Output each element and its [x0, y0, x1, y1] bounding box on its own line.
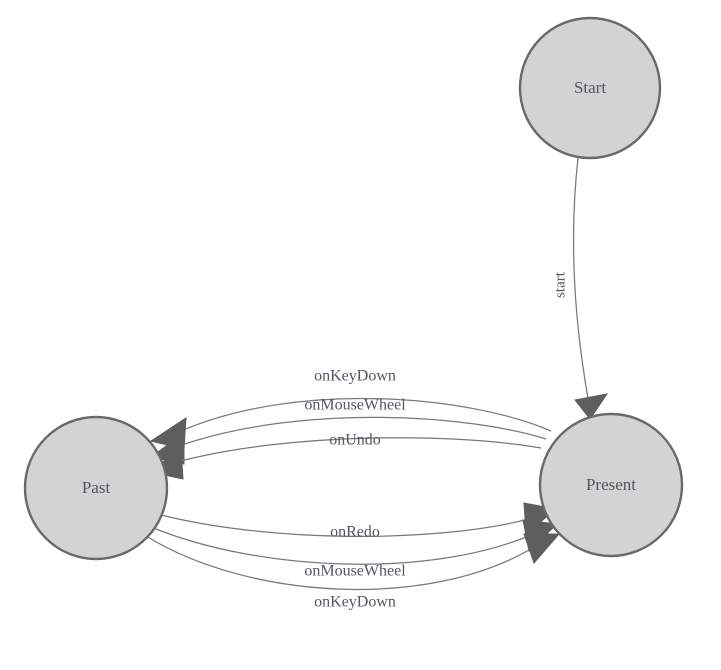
node-past[interactable]: Past	[23, 415, 169, 561]
edge-start-present-label: start	[552, 271, 568, 298]
edge-present-past-onkeydown-line	[180, 397, 552, 432]
edge-start-present-line	[572, 157, 590, 405]
edge-present-past-onundo-line	[176, 437, 542, 463]
node-past-label: Past	[82, 478, 111, 497]
node-present-circle	[538, 412, 684, 558]
edge-past-present-onredo-line	[156, 513, 530, 537]
edge-past-present-onmousewheel-line	[150, 526, 532, 565]
edge-past-present-onkeydown-label: onKeyDown	[314, 594, 396, 611]
node-start-circle	[518, 16, 662, 160]
edge-present-past-onmousewheel-label: onMouseWheel	[304, 397, 406, 414]
edges-layer	[145, 157, 609, 591]
edge-past-present-onkeydown[interactable]	[145, 533, 561, 591]
node-past-circle	[23, 415, 169, 561]
edge-past-present-onkeydown-line	[145, 535, 535, 591]
node-start-label: Start	[574, 78, 606, 97]
edge-start-present[interactable]	[572, 157, 609, 420]
edge-start-present-arrowhead-icon	[574, 393, 609, 420]
edge-past-present-onkeydown-arrowhead-icon	[523, 533, 561, 564]
edge-past-present-onredo-label: onRedo	[330, 524, 380, 541]
edge-labels-layer: start onKeyDown onMouseWheel onUndo onRedo on…	[304, 271, 568, 610]
edge-present-past-onmousewheel-line	[178, 416, 547, 447]
edge-present-past-onundo-label: onUndo	[329, 432, 381, 449]
node-start[interactable]: Start	[518, 16, 662, 160]
edge-past-present-onmousewheel-label: onMouseWheel	[304, 563, 406, 580]
node-present-label: Present	[586, 475, 636, 494]
node-present[interactable]: Present	[538, 412, 684, 558]
edge-present-past-onkeydown-label: onKeyDown	[314, 368, 396, 385]
